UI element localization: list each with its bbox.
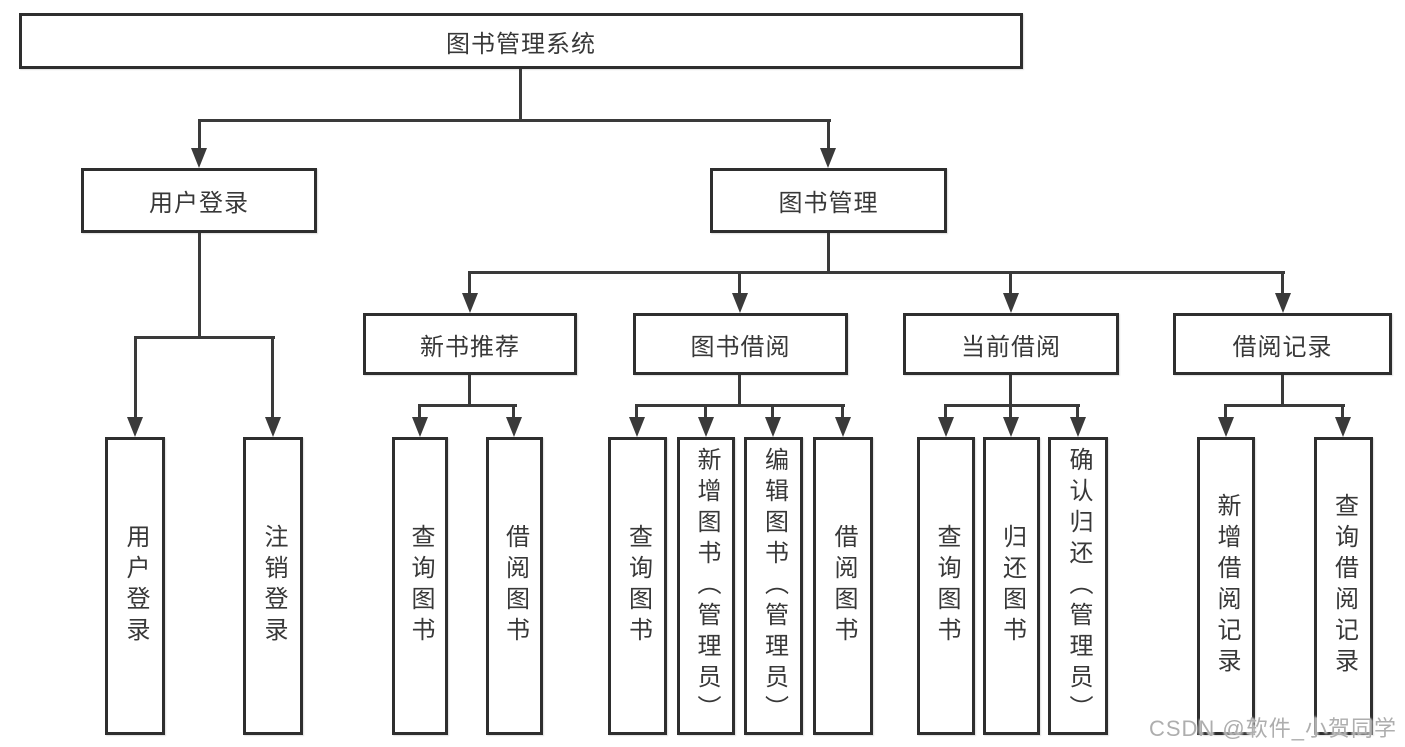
leaf-confirm-return-admin: 确认归还（管理员） [1048,437,1108,735]
connector-line [1224,404,1345,407]
leaf-edit-book-admin: 编辑图书（管理员） [744,437,803,735]
arrow-down-icon [732,293,748,313]
arrow-down-icon [629,417,645,437]
node-user-login: 用户登录 [81,168,317,233]
node-current-borrowing: 当前借阅 [903,313,1119,375]
leaf-label: 确认归还（管理员） [1065,446,1092,726]
leaf-label: 查询图书 [933,524,960,648]
node-label: 借阅记录 [1232,333,1333,361]
arrow-down-icon [412,417,428,437]
node-label: 用户登录 [149,190,249,217]
leaf-label: 新增借阅记录 [1213,493,1240,679]
connector-line [841,404,844,419]
node-label: 新书推荐 [420,333,520,361]
connector-line [134,336,137,419]
arrow-down-icon [765,417,781,437]
connector-line [635,404,845,407]
leaf-label: 借阅图书 [830,524,857,648]
connector-line [1224,404,1227,419]
node-book-management: 图书管理 [710,168,947,233]
connector-line [635,404,638,419]
connector-line [738,375,741,405]
watermark: CSDN @软件_小贺同学 [1148,716,1397,741]
leaf-label: 新增图书（管理员） [693,446,720,726]
connector-line [198,119,831,122]
leaf-query-borrow-record: 查询借阅记录 [1314,437,1373,735]
connector-line [519,69,522,119]
leaf-add-borrow-record: 新增借阅记录 [1197,437,1255,735]
arrow-down-icon [1218,417,1234,437]
connector-line [1076,404,1079,419]
node-label: 图书管理 [778,190,879,217]
arrow-down-icon [820,148,836,168]
arrow-down-icon [127,417,143,437]
leaf-borrow-books: 借阅图书 [486,437,543,735]
leaf-label: 编辑图书（管理员） [760,446,788,726]
connector-line [418,404,517,407]
connector-line [1009,271,1012,297]
arrow-down-icon [698,417,714,437]
arrow-down-icon [506,417,522,437]
leaf-label: 用户登录 [122,524,149,648]
leaf-label: 借阅图书 [501,524,529,648]
node-book-borrowing: 图书借阅 [633,313,848,375]
connector-line [271,336,274,419]
node-new-book-recommendation: 新书推荐 [363,313,577,375]
node-label: 图书借阅 [690,333,791,361]
arrow-down-icon [1275,293,1291,313]
leaf-label: 归还图书 [998,524,1026,648]
arrow-down-icon [1070,417,1086,437]
connector-line [1281,271,1284,297]
connector-line [827,233,830,271]
connector-line [468,271,1285,274]
leaf-query-books: 查询图书 [392,437,448,735]
leaf-return-books: 归还图书 [983,437,1040,735]
node-label: 当前借阅 [961,333,1061,361]
connector-line [944,404,947,419]
connector-line [468,271,471,297]
leaf-query-books: 查询图书 [917,437,975,735]
leaf-label: 查询借阅记录 [1330,493,1358,679]
connector-line [418,404,421,419]
leaf-user-login: 用户登录 [105,437,165,735]
arrow-down-icon [265,417,281,437]
leaf-query-books: 查询图书 [608,437,667,735]
node-library-management-system: 图书管理系统 [19,13,1023,69]
node-label: 图书管理系统 [446,30,596,58]
arrow-down-icon [462,293,478,313]
leaf-label: 查询图书 [624,524,652,648]
connector-line [1281,375,1284,405]
arrow-down-icon [938,417,954,437]
connector-line [827,119,830,152]
leaf-borrow-books: 借阅图书 [813,437,873,735]
connector-line [1341,404,1344,419]
arrow-down-icon [835,417,851,437]
leaf-add-book-admin: 新增图书（管理员） [677,437,735,735]
connector-line [771,404,774,419]
node-borrowing-records: 借阅记录 [1173,313,1392,375]
connector-line [512,404,515,419]
connector-line [704,404,707,419]
connector-line [198,233,201,337]
connector-line [1009,404,1012,419]
leaf-label: 注销登录 [260,524,287,648]
leaf-logout: 注销登录 [243,437,303,735]
connector-line [134,336,275,339]
leaf-label: 查询图书 [407,524,434,648]
arrow-down-icon [1003,293,1019,313]
connector-line [468,375,471,405]
arrow-down-icon [191,148,207,168]
arrow-down-icon [1003,417,1019,437]
connector-line [944,404,1080,407]
connector-line [198,119,201,152]
arrow-down-icon [1335,417,1351,437]
connector-line [1009,375,1012,405]
connector-line [738,271,741,297]
